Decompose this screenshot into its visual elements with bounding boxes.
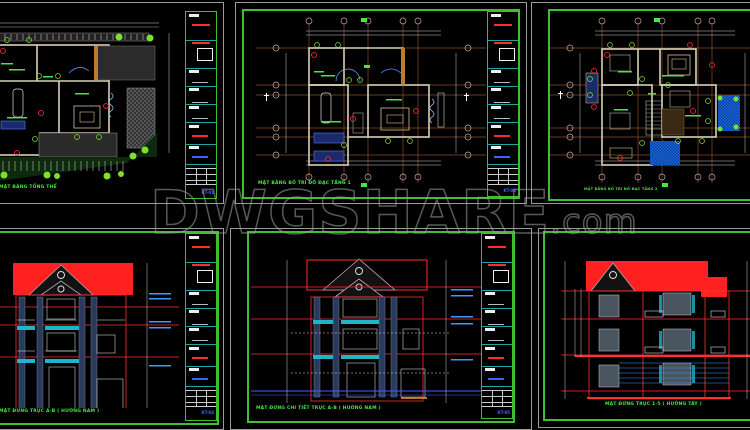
sheet-5-title-block: KT-05 <box>481 233 513 419</box>
sheet-5-code: KT-05 <box>497 410 510 415</box>
sheet-6-border[interactable]: MẶT ĐỨNG TRỤC 1-5 ( HƯỚNG TÂY ) <box>538 228 750 428</box>
floor-plan-level-2-graphic <box>550 17 750 187</box>
sheet-2-caption: MẶT BẰNG BỐ TRÍ ĐỒ ĐẠC TẦNG 1 <box>258 181 351 186</box>
elevation-west-graphic <box>561 261 750 400</box>
sheet-1-border[interactable]: MẶT BẰNG TỔNG THỂ KT-01 <box>0 2 224 204</box>
logo-box-icon <box>499 48 515 61</box>
sheet-6-caption: MẶT ĐỨNG TRỤC 1-5 ( HƯỚNG TÂY ) <box>605 402 702 407</box>
elevation-south-detail-graphic <box>251 258 481 403</box>
floor-plan-level-2[interactable] <box>550 13 750 195</box>
logo-box-icon <box>197 48 213 61</box>
sheet-4-title-block: KT-04 <box>185 233 217 421</box>
watermark-suffix: .com <box>550 201 638 243</box>
floor-plan-level-1[interactable] <box>246 13 486 193</box>
elevation-west[interactable] <box>561 253 750 403</box>
elevation-south-graphic <box>0 263 179 408</box>
sheet-1-code: KT-01 <box>201 190 214 195</box>
sheet-2-border[interactable]: MẶT BẰNG BỐ TRÍ ĐỒ ĐẠC TẦNG 1 KT-02 <box>235 2 527 204</box>
sheet-2-frame <box>242 9 520 199</box>
elevation-south-detail[interactable] <box>251 253 481 403</box>
floor-plan-overall[interactable] <box>0 13 179 188</box>
sheet-6-frame <box>543 231 750 421</box>
logo-box-icon <box>197 270 213 283</box>
dwgshare-watermark: DWGSHARE.com <box>149 182 638 252</box>
title-block-red-label <box>192 24 210 26</box>
sheet-4-caption: MẶT ĐỨNG TRỤC A-B ( HƯỚNG NAM ) <box>0 409 100 414</box>
sheet-5-border[interactable]: MẶT ĐỨNG CHI TIẾT TRỤC A-B ( HƯỚNG NAM )… <box>230 228 532 430</box>
sheet-3-caption: MẶT BẰNG BỐ TRÍ ĐỒ ĐẠC TẦNG 2 <box>584 187 658 191</box>
logo-box-icon <box>493 270 509 283</box>
sheet-2-title-block: KT-02 <box>487 11 519 197</box>
elevation-south[interactable] <box>0 253 179 408</box>
watermark-main: DWGSHARE <box>149 178 551 248</box>
sheet-4-frame <box>0 231 219 425</box>
sheet-4-border[interactable]: MẶT ĐỨNG TRỤC A-B ( HƯỚNG NAM ) KT-04 <box>0 228 224 430</box>
sheet-3-frame <box>548 9 750 201</box>
sheet-5-frame <box>247 231 515 423</box>
sheet-5-caption: MẶT ĐỨNG CHI TIẾT TRỤC A-B ( HƯỚNG NAM ) <box>256 406 381 411</box>
sheet-4-code: KT-04 <box>201 410 214 415</box>
sheet-1-title-block: KT-01 <box>185 11 217 199</box>
floor-plan-level-1-graphic <box>256 17 486 187</box>
sheet-3-border[interactable]: MẶT BẰNG BỐ TRÍ ĐỒ ĐẠC TẦNG 2 <box>531 2 750 204</box>
floor-plan-overall-graphic <box>0 22 170 181</box>
sheet-2-code: KT-02 <box>503 188 516 193</box>
sheet-1-caption: MẶT BẰNG TỔNG THỂ <box>0 185 57 190</box>
